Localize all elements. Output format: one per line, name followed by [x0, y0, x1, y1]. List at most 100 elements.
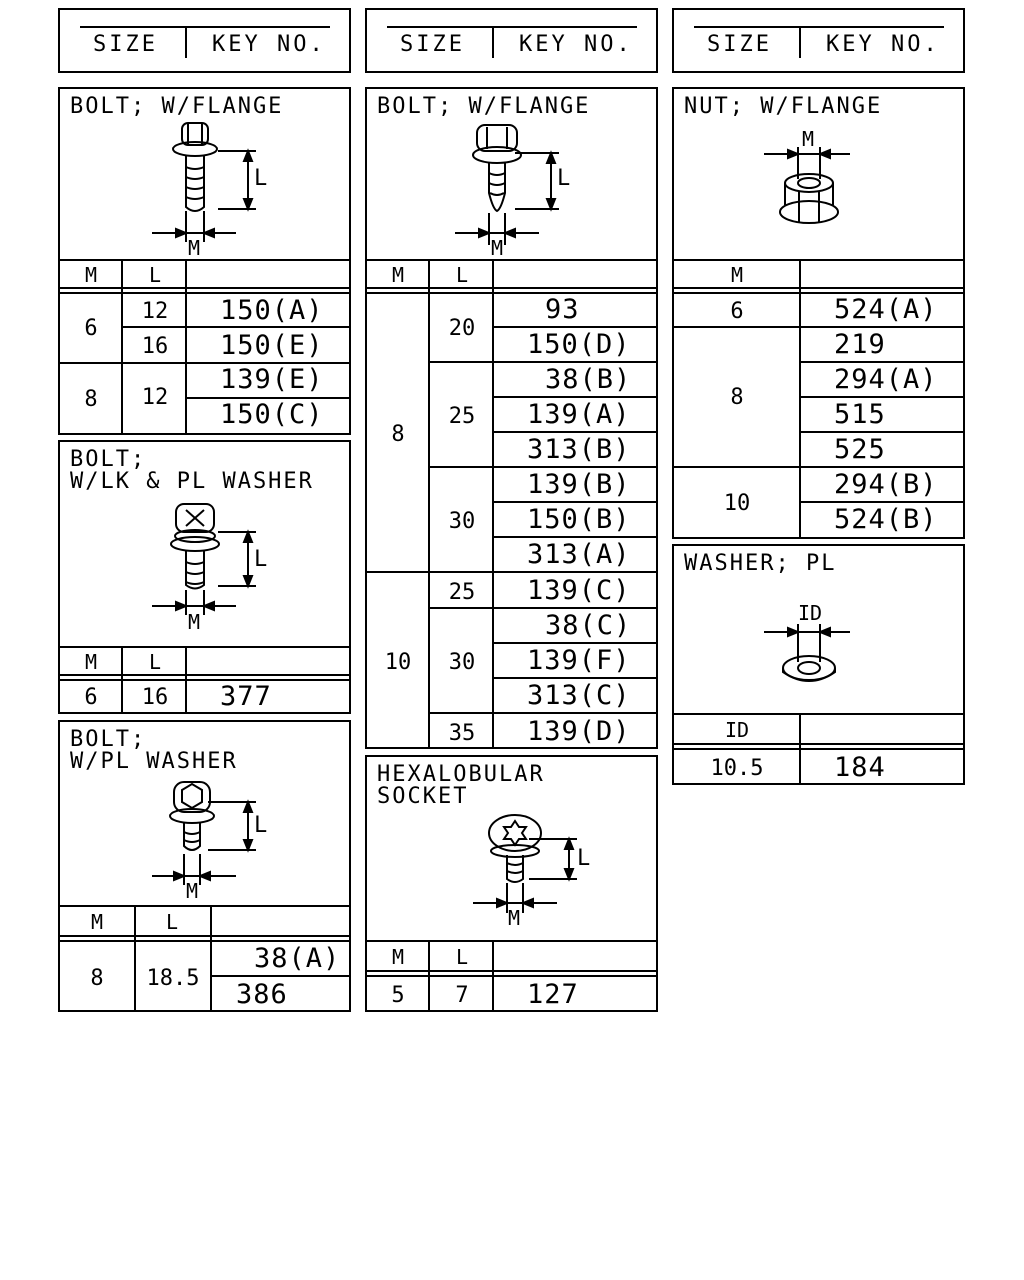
flange-bolt-icon: L M [455, 124, 570, 260]
col-header-l: L [148, 650, 162, 674]
key-number: 184 [834, 752, 886, 783]
key-number: 150(C) [220, 399, 324, 430]
dim-label-m: M [508, 906, 520, 930]
table-cell-m: 8 [391, 422, 405, 447]
bolt-pl-title-2: W/PL WASHER [70, 749, 238, 774]
table-cell-m: 10 [384, 650, 412, 675]
dim-label-id: ID [798, 601, 822, 625]
key-number: 377 [220, 681, 272, 712]
table-line [58, 679, 351, 681]
table-line [58, 940, 351, 942]
table-line [492, 940, 494, 1012]
key-number: 150(A) [220, 295, 324, 326]
lock-washer-bolt-icon: L M [152, 503, 267, 634]
table-line [365, 259, 658, 261]
col-header-m: M [90, 910, 104, 934]
key-number: 515 [834, 399, 886, 430]
dim-label-l: L [254, 547, 267, 572]
table-line [492, 259, 494, 749]
header-box-2 [365, 8, 658, 73]
dim-label-m: M [186, 879, 198, 903]
hex-washer-bolt-icon: L M [152, 781, 267, 903]
table-line [121, 326, 351, 328]
bolt-lk-pl-title-2: W/LK & PL WASHER [70, 469, 314, 494]
table-line [672, 466, 965, 468]
table-cell-l: 16 [141, 334, 169, 359]
key-number: 313(A) [527, 539, 631, 570]
key-number: 139(A) [527, 399, 631, 430]
table-cell-l: 30 [448, 650, 476, 675]
key-number: 127 [527, 979, 579, 1010]
table-line [672, 713, 965, 715]
nut-flange-panel [672, 87, 965, 539]
table-cell-m: 8 [730, 385, 744, 410]
torx-screw-icon: L M [473, 814, 590, 930]
table-line [58, 292, 351, 294]
hexalobular-title-1: HEXALOBULAR [377, 762, 545, 787]
key-number: 294(B) [834, 469, 938, 500]
header-size-label: SIZE [93, 32, 158, 57]
table-cell-l: 30 [448, 509, 476, 534]
key-number: 150(E) [220, 330, 324, 361]
nut-flange-title: NUT; W/FLANGE [684, 94, 883, 119]
table-line [58, 674, 351, 676]
key-number: 219 [834, 329, 886, 360]
key-number: 38(B) [545, 364, 632, 395]
table-line [672, 259, 965, 261]
table-line [492, 677, 658, 679]
table-line [492, 642, 658, 644]
table-line [58, 287, 351, 289]
table-line [185, 646, 187, 714]
hexalobular-socket-panel [365, 755, 658, 1012]
header-key-label: KEY NO. [212, 32, 326, 57]
header-divider [185, 28, 187, 58]
key-number: 38(C) [545, 610, 632, 641]
table-line [672, 292, 965, 294]
dim-label-m: M [188, 236, 200, 260]
key-number: 93 [545, 294, 580, 325]
table-cell-l: 25 [448, 404, 476, 429]
dim-label-l: L [577, 846, 590, 871]
bolt-flange-1-title: BOLT; W/FLANGE [70, 94, 284, 119]
flange-bolt-icon: L M [152, 122, 267, 260]
table-line [210, 975, 351, 977]
table-line [428, 940, 430, 1012]
key-number: 139(D) [527, 716, 631, 747]
key-number: 524(A) [834, 294, 938, 325]
table-cell-m: 8 [84, 387, 98, 412]
table-line [492, 501, 658, 503]
header-line [80, 26, 330, 28]
key-number: 38(A) [254, 943, 341, 974]
header-divider [492, 28, 494, 58]
table-cell-l: 25 [448, 580, 476, 605]
table-line [121, 646, 123, 714]
key-number: 139(B) [527, 469, 631, 500]
key-number: 525 [834, 434, 886, 465]
key-number: 139(C) [527, 575, 631, 606]
table-line [428, 712, 658, 714]
dim-label-m: M [491, 236, 503, 260]
table-line [58, 905, 351, 907]
bolt-lk-pl-washer-panel [58, 440, 351, 714]
key-number: 150(D) [527, 329, 631, 360]
table-cell-l: 35 [448, 721, 476, 746]
table-line [134, 905, 136, 1012]
dim-label-m: M [802, 127, 814, 151]
bolt-pl-title-1: BOLT; [70, 727, 147, 752]
table-line [365, 940, 658, 942]
table-cell-l: 20 [448, 316, 476, 341]
table-line [428, 466, 658, 468]
col-header-l: L [148, 263, 162, 287]
table-line [58, 259, 351, 261]
col-header-m: M [84, 263, 98, 287]
bolt-lk-pl-title-1: BOLT; [70, 447, 147, 472]
header-size-label: SIZE [707, 32, 772, 57]
table-line [58, 646, 351, 648]
table-line [672, 748, 965, 750]
header-key-label: KEY NO. [519, 32, 633, 57]
table-line [672, 743, 965, 745]
header-line [387, 26, 637, 28]
table-cell-m: 6 [730, 299, 744, 324]
key-number: 294(A) [834, 364, 938, 395]
table-line [185, 397, 351, 399]
